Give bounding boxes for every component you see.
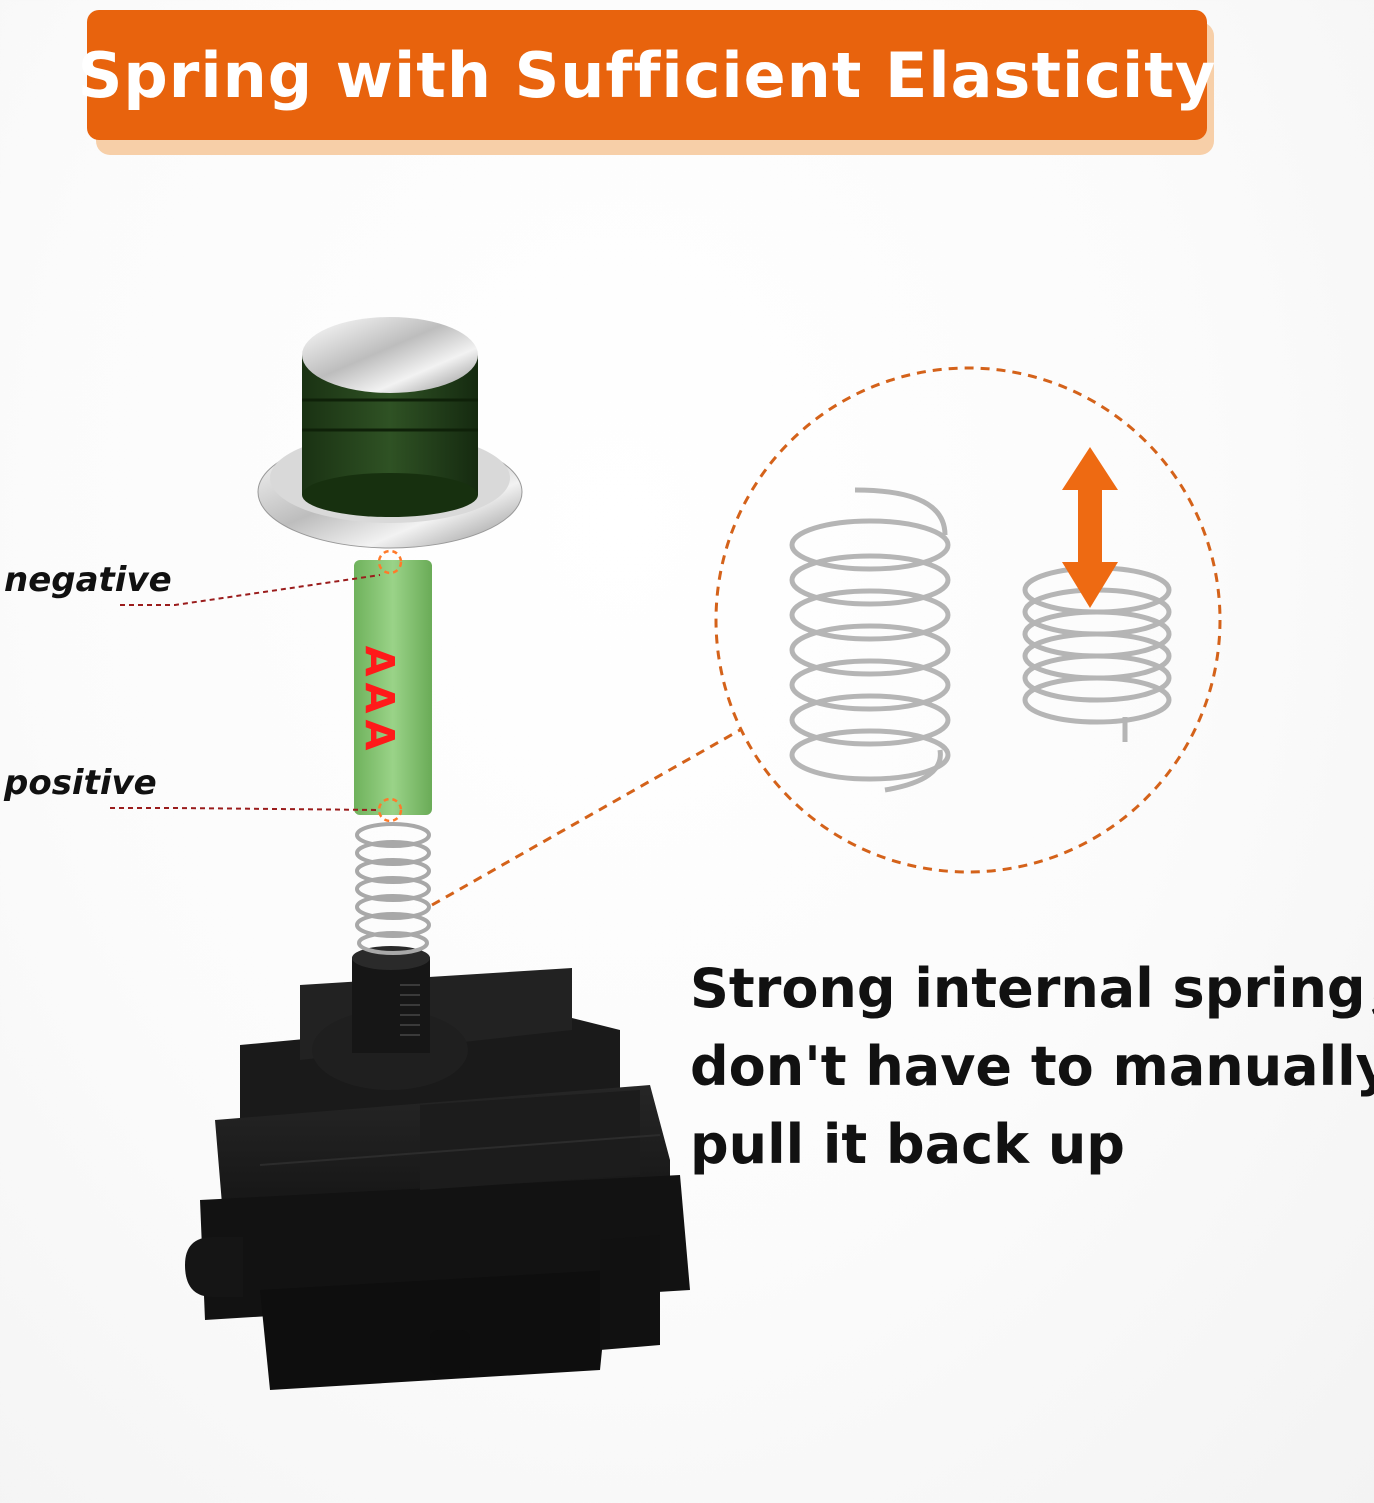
positive-contact-marker: [377, 797, 403, 823]
banner-title: Spring with Sufficient Elasticity: [77, 38, 1217, 112]
spring-extended: [789, 487, 951, 793]
battery-label-text: AAA: [355, 645, 401, 757]
switch-housing: [185, 968, 690, 1390]
feature-line-3: pull it back up: [690, 1113, 1125, 1176]
zoom-circle: [714, 366, 1222, 874]
battery-label: AAA: [343, 636, 413, 766]
positive-leader: [110, 807, 381, 811]
title-banner: Spring with Sufficient Elasticity: [78, 10, 1215, 140]
plunger-sleeve: [312, 946, 468, 1090]
negative-label: negative: [4, 560, 172, 600]
knob-cap: [257, 317, 523, 549]
positive-label: positive: [4, 763, 157, 803]
spring-compressed: [1022, 565, 1172, 742]
feature-line-2: don't have to manually: [690, 1035, 1374, 1098]
negative-contact-marker: [377, 549, 403, 575]
negative-leader: [120, 574, 381, 606]
feature-description: Strong internal spring， don't have to ma…: [690, 950, 1374, 1184]
feature-line-1: Strong internal spring，: [690, 957, 1374, 1020]
battery: [354, 560, 432, 815]
double-arrow-vertical-icon: [1062, 447, 1118, 608]
zoom-connector: [431, 728, 741, 907]
small-spring: [355, 822, 431, 955]
